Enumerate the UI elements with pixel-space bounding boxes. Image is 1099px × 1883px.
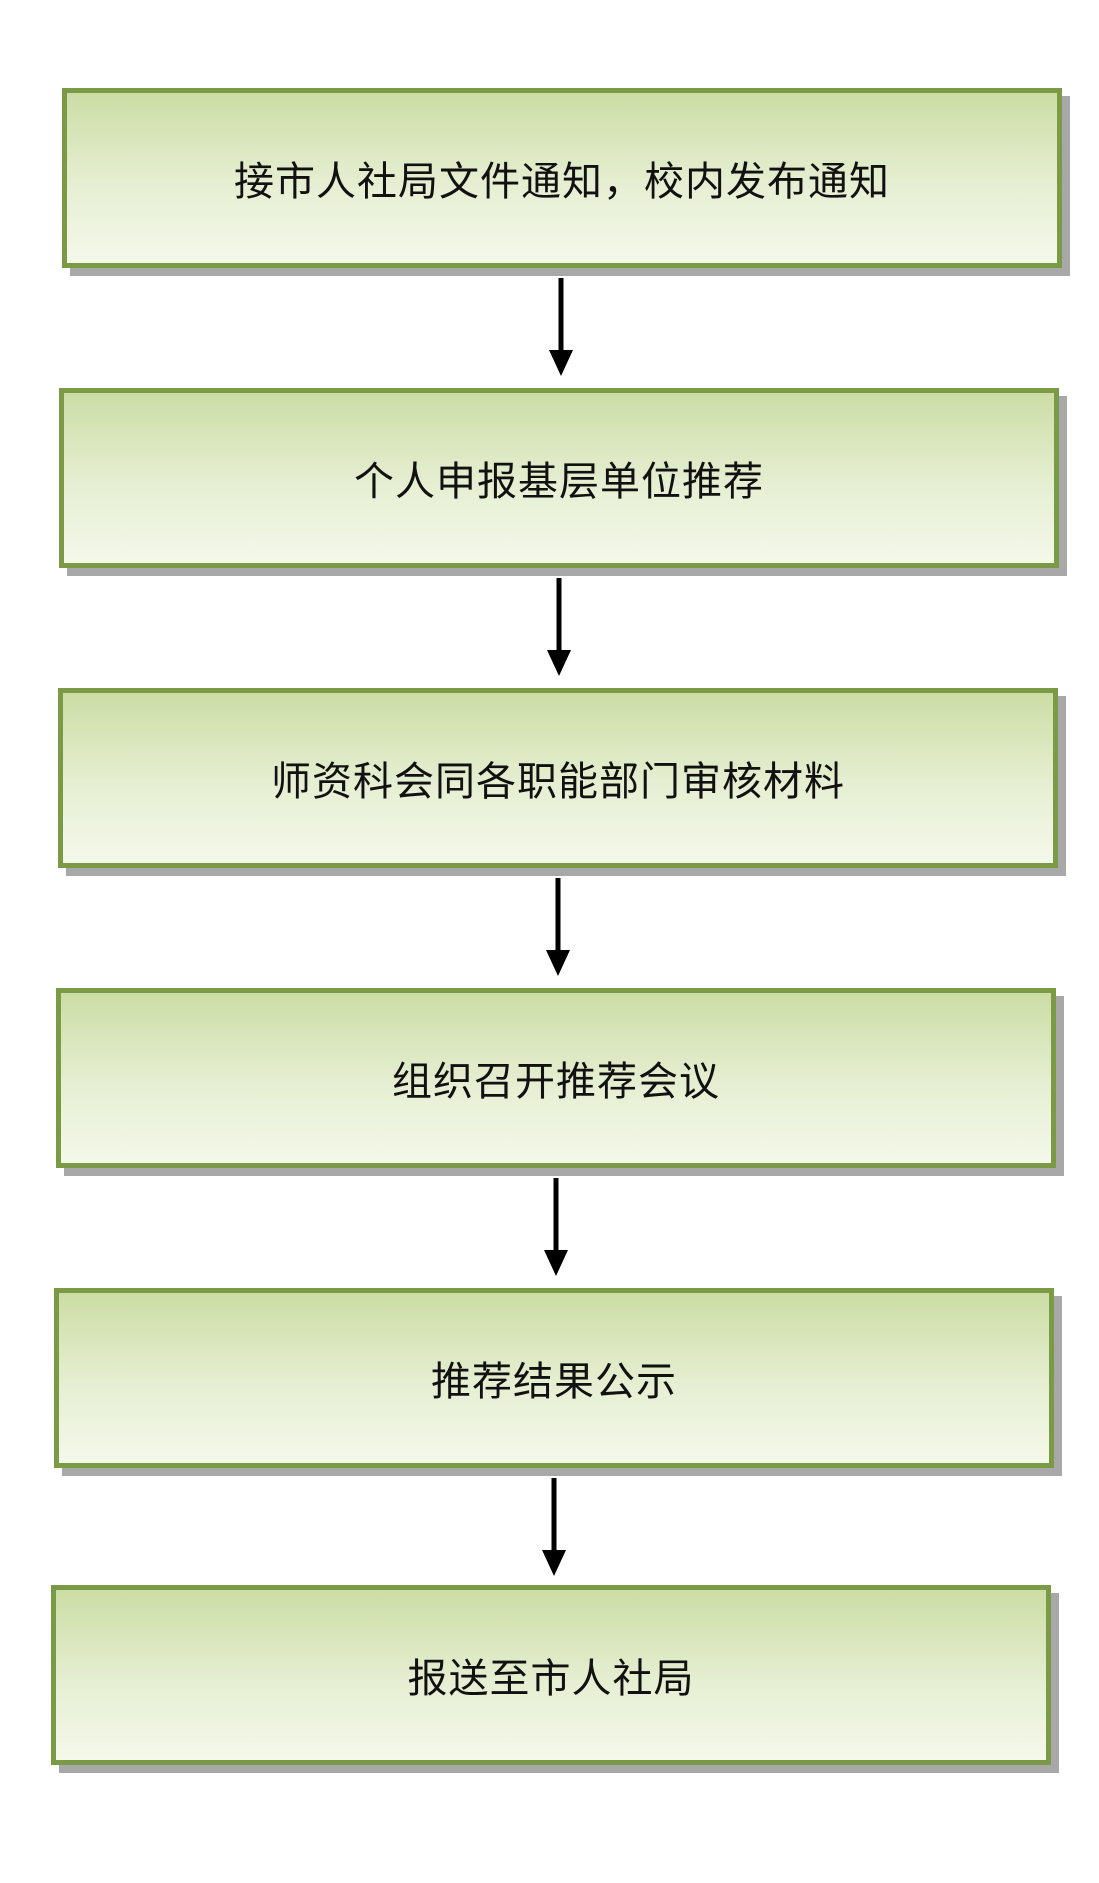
- step-6-box: 报送至市人社局: [51, 1585, 1051, 1765]
- step-1-box: 接市人社局文件通知，校内发布通知: [62, 88, 1062, 268]
- step-3-label: 师资科会同各职能部门审核材料: [271, 759, 845, 805]
- arrow-4-5: [544, 1178, 568, 1276]
- step-4-box: 组织召开推荐会议: [56, 988, 1056, 1168]
- step-3-box: 师资科会同各职能部门审核材料: [58, 688, 1058, 868]
- step-1-label: 接市人社局文件通知，校内发布通知: [234, 159, 890, 205]
- step-5-label: 推荐结果公示: [431, 1359, 677, 1405]
- step-2-box: 个人申报基层单位推荐: [59, 388, 1059, 568]
- step-5-box: 推荐结果公示: [54, 1288, 1054, 1468]
- arrow-5-6: [542, 1478, 566, 1576]
- arrow-2-3: [547, 578, 571, 676]
- step-4-label: 组织召开推荐会议: [392, 1059, 720, 1105]
- arrow-1-2: [549, 278, 573, 376]
- step-2-label: 个人申报基层单位推荐: [354, 459, 764, 505]
- arrow-3-4: [546, 878, 570, 976]
- step-6-label: 报送至市人社局: [407, 1656, 695, 1702]
